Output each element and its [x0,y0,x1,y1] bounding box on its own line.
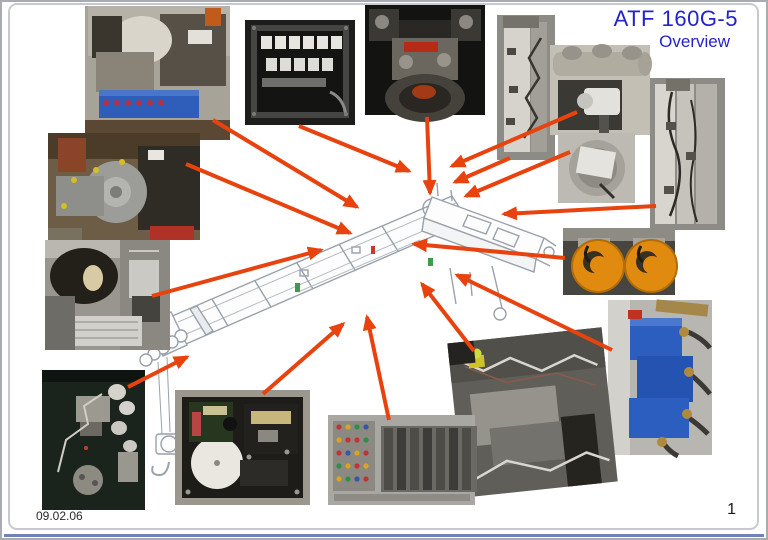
arrow-swivel-joint [422,116,437,196]
arrow-blue-valve-block [454,273,613,352]
arrow-axle-filter [449,110,578,168]
arrow-engine-pumps [211,118,360,209]
page-subtitle: Overview [659,32,730,51]
arrow-fan-motor [463,150,571,198]
photo-cable-reels [563,228,678,295]
arrow-boom-panels [501,204,657,221]
photo-vertical-valve-bank [497,15,555,160]
slide-frame [8,3,759,530]
arrow-air-filter [151,246,324,298]
arrow-cable-reels [411,238,566,260]
photo-fan-motor [558,133,635,203]
photo-lmi-central-unit [175,390,310,505]
photo-blue-valve-block [608,299,712,459]
photo-air-filter [45,240,170,350]
slide-date: 09.02.06 [36,509,83,523]
arrow-fuse-panel [362,314,391,421]
photo-swivel-joint-top [365,5,485,122]
photo-boom-side-panels [650,78,725,230]
callout-arrows [127,110,657,421]
page-number: 1 [727,501,736,518]
arrow-valve-bank [452,156,511,184]
bottom-rule [4,534,764,537]
arrow-relay-box [298,124,412,173]
arrow-chassis-unit [420,281,476,353]
arrow-boom-head [127,355,190,389]
photo-chassis-control-unit [447,327,618,498]
arrow-hydraulic-pump [185,162,353,235]
photo-relay-box [245,20,355,125]
photo-fuse-relay-panel [328,415,477,505]
photo-engine-hydraulic-pumps [85,6,230,140]
page-title: ATF 160G-5 [613,6,738,31]
photo-hydraulic-pump-engine [48,133,200,240]
photo-axle-filter-unit [550,44,652,135]
arrow-lmi-unit [261,322,346,396]
photo-boom-head-sensors [42,370,145,510]
